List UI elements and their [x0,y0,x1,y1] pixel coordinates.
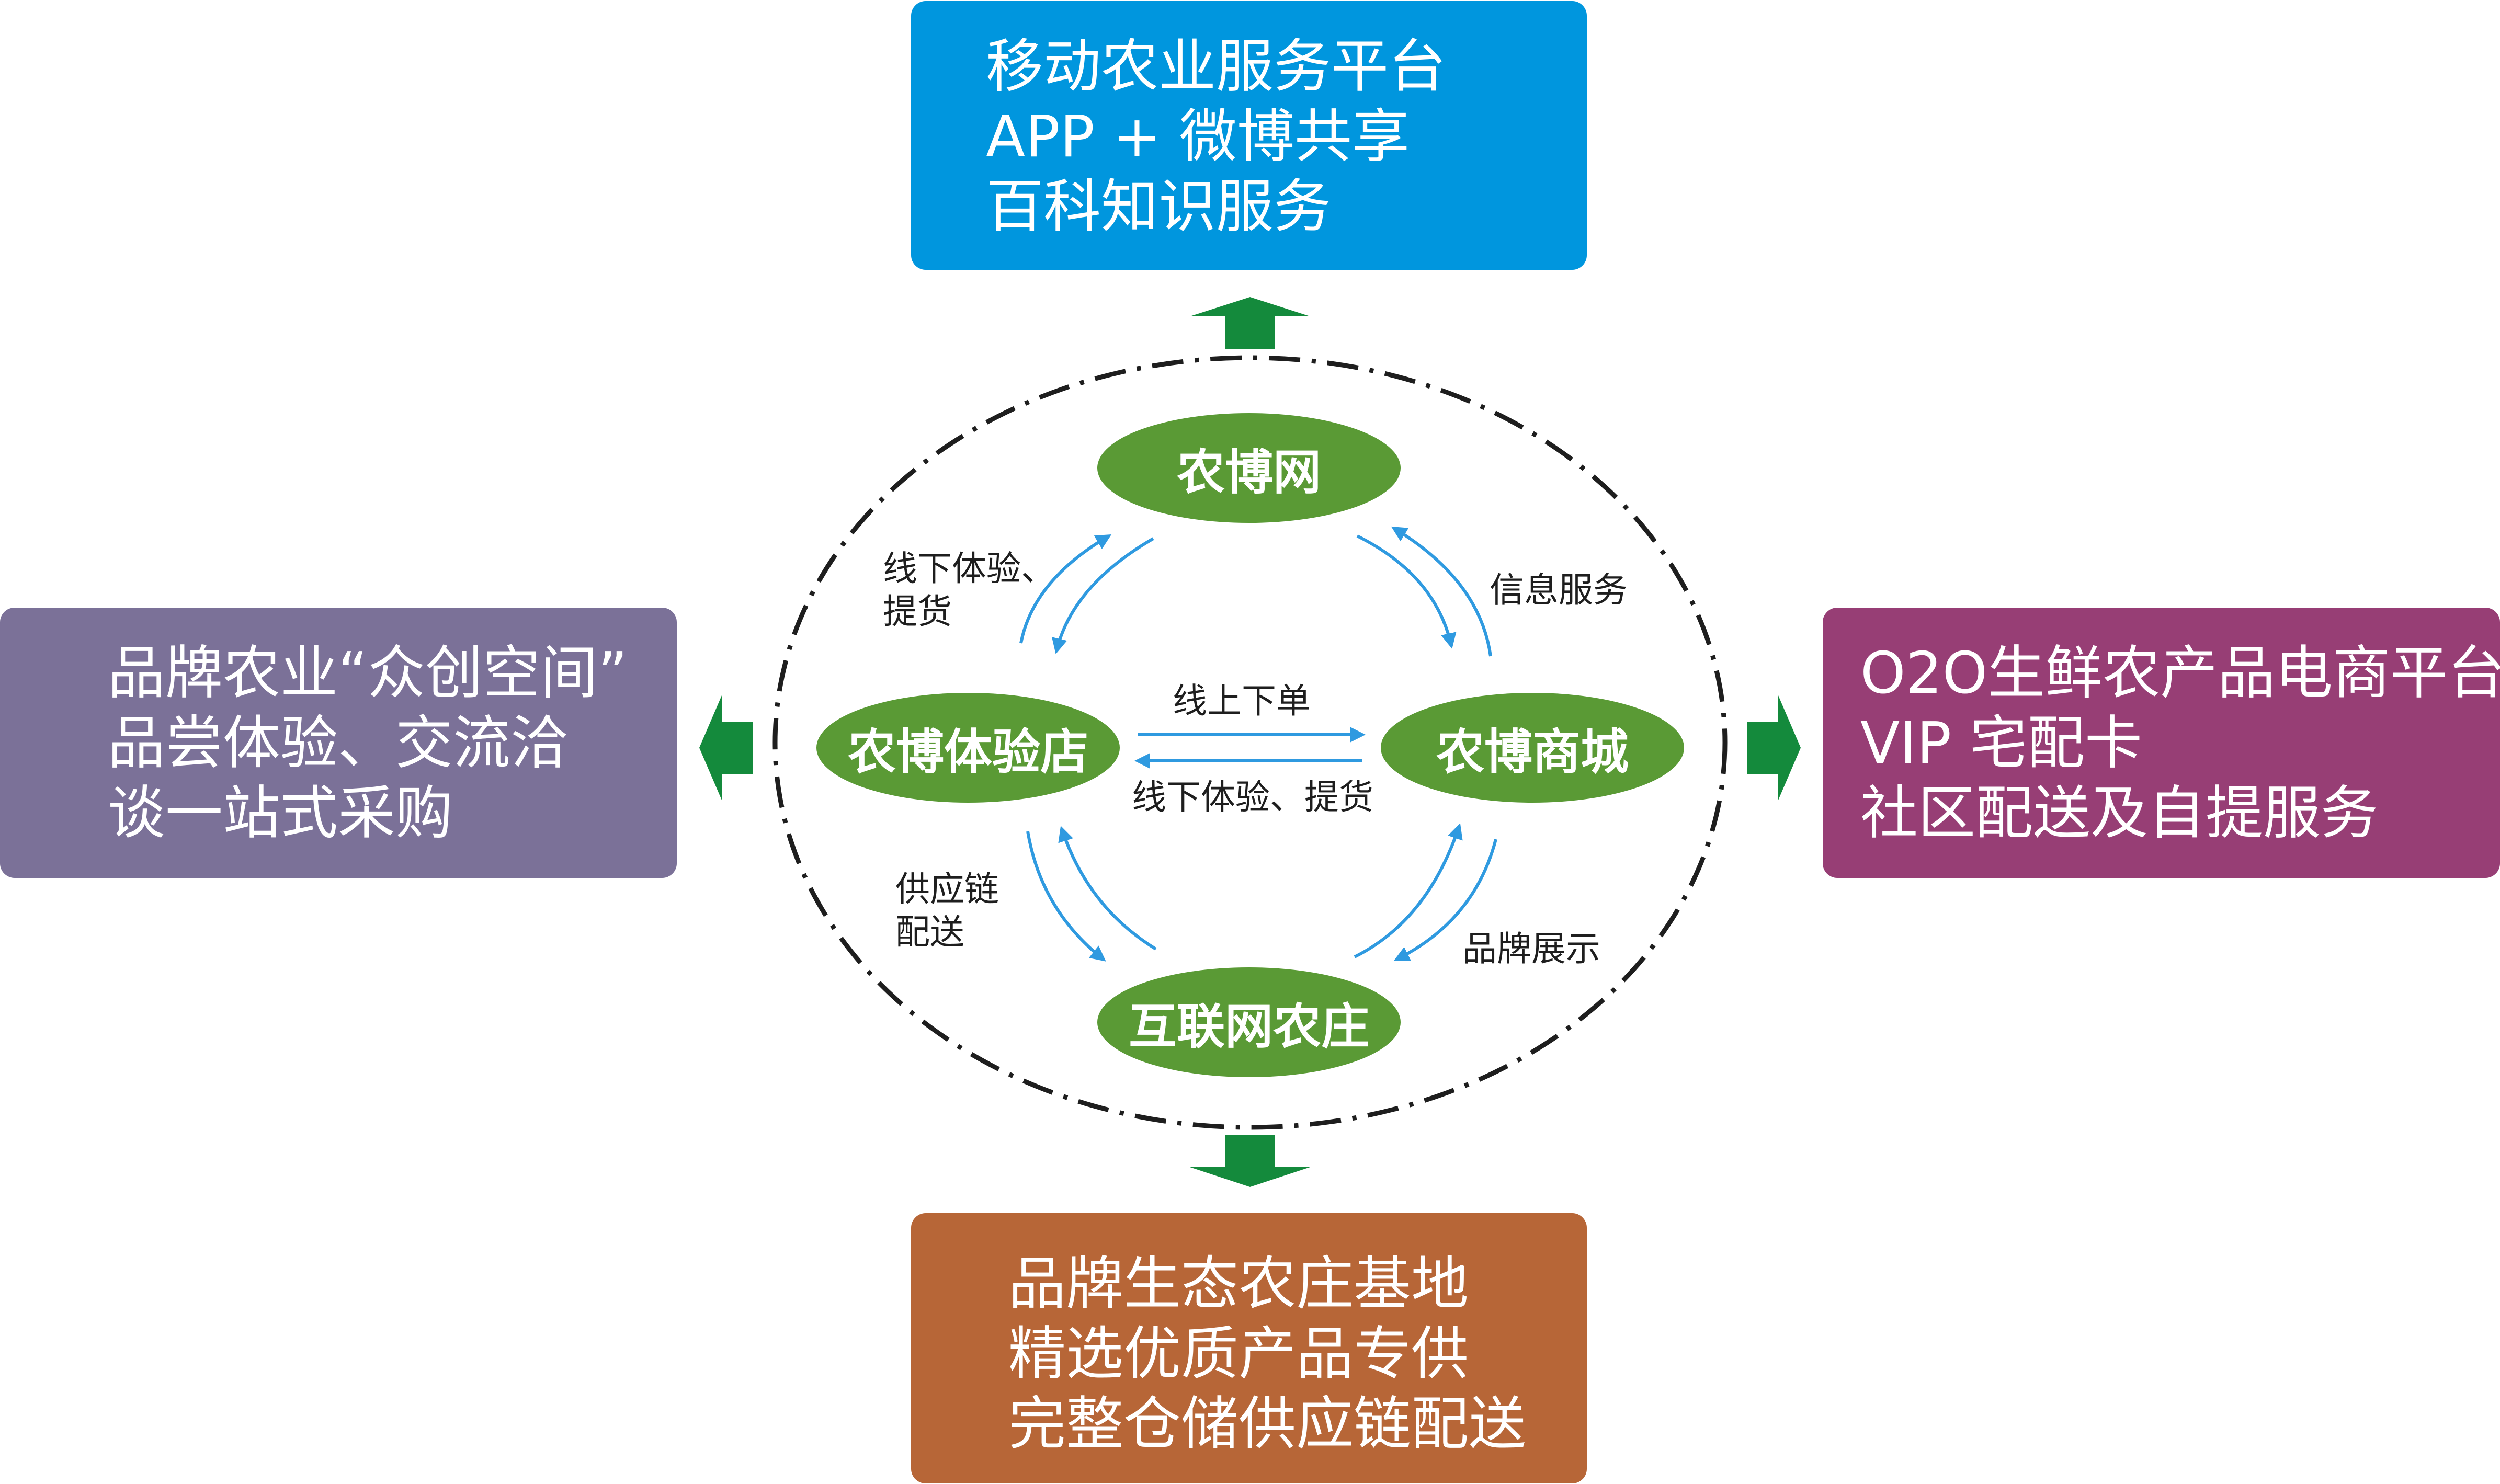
cycle-ellipse [772,355,1728,1130]
left-box-line: 品牌农业“众创空间” [108,640,628,706]
label-brand-display: 品牌展示 [1462,928,1600,971]
label-supply-chain-delivery: 供应链 配送 [895,868,999,954]
right-box-line: 社区配送及自提服务 [1860,780,2378,847]
arrow-bottom-right-inner [1393,839,1497,961]
arrow-top-right-inner [1391,526,1492,657]
bottom-box-line: 品牌生态农庄基地 [1008,1250,1469,1317]
top-box-mobile-platform: 移动农业服务平台 APP + 微博共享 百科知识服务 [911,1,1587,270]
arrow-top-right-outer [1356,534,1457,649]
arrow-bottom-left-inner [1058,826,1157,951]
top-box-line: 百科知识服务 [986,173,1331,240]
label-line: 品牌展示 [1462,929,1600,969]
bottom-box-line: 完整仓储供应链配送 [1008,1390,1526,1457]
green-arrow-left [699,695,753,800]
bottom-box-line: 精选优质产品专供 [1008,1320,1469,1387]
label-info-service: 信息服务 [1490,569,1628,612]
bottom-box-eco-farm: 品牌生态农庄基地 精选优质产品专供 完整仓储供应链配送 [911,1213,1587,1483]
green-arrow-up [1190,297,1310,349]
left-box-line: 品尝体验、交流洽 [108,710,568,777]
top-box-line: 移动农业服务平台 [986,33,1446,100]
right-box-line: O2O生鲜农产品电商平台 [1860,640,2500,706]
label-line: 信息服务 [1490,570,1628,610]
node-online-mall: 农博商城 [1381,693,1684,803]
label-line: 线下体验、 [883,549,1055,589]
green-arrow-down [1190,1135,1310,1187]
arrow-top-left-inner [1052,537,1154,654]
label-line: 配送 [895,912,964,952]
left-box-brand-space: 品牌农业“众创空间” 品尝体验、交流洽 谈一站式采购 [0,608,677,878]
arrow-bottom-right-outer [1354,823,1463,958]
right-box-o2o-platform: O2O生鲜农产品电商平台 VIP 宅配卡 社区配送及自提服务 [1823,608,2500,878]
arrow-top-left-outer [1019,534,1112,644]
node-nongbo-web: 农博网 [1097,413,1401,523]
node-internet-farm: 互联网农庄 [1097,967,1401,1077]
label-line: 提货 [883,591,952,632]
top-box-line: APP + 微博共享 [986,103,1410,170]
right-box-line: VIP 宅配卡 [1860,710,2142,777]
arrow-bottom-left-outer [1026,831,1106,962]
label-line: 供应链 [895,869,999,909]
left-box-line: 谈一站式采购 [108,780,453,847]
label-offline-experience: 线下体验、提货 [1132,777,1373,817]
node-experience-store: 农博体验店 [816,693,1120,803]
label-online-order: 线上下单 [1173,681,1311,721]
green-arrow-right [1747,695,1801,800]
label-offline-experience-pickup: 线下体验、 提货 [883,547,1055,633]
